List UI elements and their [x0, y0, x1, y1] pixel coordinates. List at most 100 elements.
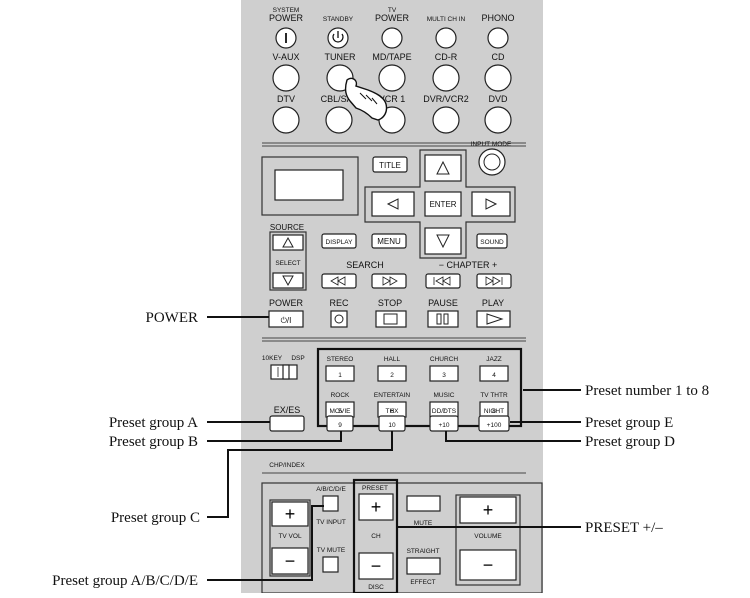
bottom-row-button-0[interactable]	[269, 415, 305, 432]
callout-power: POWER	[146, 310, 199, 326]
tenkey-label: 10KEY	[262, 355, 283, 362]
preset-button-4[interactable]	[479, 365, 509, 382]
preset-number-label: 6	[390, 408, 394, 415]
chapter-plus-button[interactable]	[476, 273, 512, 289]
callout-line-group-d	[445, 431, 581, 442]
system-power-label-2: POWER	[269, 13, 304, 23]
dvr-vcr2-button[interactable]	[432, 106, 460, 134]
volume-frame	[455, 494, 521, 586]
multi-ch-in-button[interactable]	[435, 27, 457, 49]
cursor-left-button[interactable]	[371, 191, 415, 217]
preset-number-label: 1	[338, 372, 342, 379]
cd-r-button[interactable]	[432, 64, 460, 92]
stop-button[interactable]	[375, 310, 407, 328]
tv-power-button[interactable]	[381, 27, 403, 49]
enter-button[interactable]	[424, 191, 462, 217]
dvd-button[interactable]	[484, 106, 512, 134]
rec-icon	[334, 314, 344, 324]
volume-down-button[interactable]	[459, 549, 517, 581]
md-tape-label: MD/TAPE	[372, 52, 411, 62]
straight-label: STRAIGHT	[407, 548, 440, 555]
tv-vol-up-button[interactable]	[271, 501, 309, 527]
play-button[interactable]	[476, 310, 511, 328]
v-aux-button[interactable]	[272, 64, 300, 92]
dtv-button[interactable]	[272, 106, 300, 134]
enter-label: ENTER	[429, 200, 456, 209]
menu-button[interactable]	[371, 233, 407, 249]
display-button[interactable]	[321, 233, 357, 249]
input-mode-label: INPUT MODE	[471, 141, 512, 148]
source-up-button[interactable]	[272, 234, 304, 251]
tv-power-label-2: POWER	[375, 13, 410, 23]
cursor-down-button[interactable]	[424, 227, 462, 255]
source-label: SOURCE	[270, 223, 304, 232]
preset-name-label: ROCK	[331, 392, 350, 399]
preset-name-label: CHURCH	[430, 356, 458, 363]
pause-label: PAUSE	[428, 298, 458, 308]
cursor-right-button[interactable]	[471, 191, 511, 217]
cbl-sat-button[interactable]	[325, 106, 353, 134]
search-back-button[interactable]	[321, 273, 357, 289]
stop-icon	[383, 313, 398, 325]
bottom-row-name-label: DD/DTS	[432, 408, 457, 415]
sound-button[interactable]	[476, 233, 508, 249]
preset-button-3[interactable]	[429, 365, 459, 382]
chp-index-label: CHP/INDEX	[269, 462, 305, 469]
transport-section: POWER REC STOP PAUSE PLAY ⏻/I	[268, 298, 511, 328]
callout-line-group-abcde	[207, 505, 324, 581]
abcde-button[interactable]	[322, 495, 339, 512]
tv-input-label: TV INPUT	[316, 519, 346, 526]
preset-label: PRESET	[362, 485, 388, 492]
callout-group-b: Preset group B	[109, 434, 198, 450]
callout-preset-number: Preset number 1 to 8	[585, 383, 709, 399]
md-tape-button[interactable]	[378, 64, 406, 92]
select-label: SELECT	[275, 260, 300, 267]
bottom-row-key-label: +100	[487, 422, 502, 429]
preset-minus: −	[371, 556, 382, 576]
tv-mute-button[interactable]	[322, 556, 339, 573]
straight-button[interactable]	[406, 557, 441, 575]
mute-button[interactable]	[406, 495, 441, 512]
pause-button[interactable]	[427, 310, 459, 328]
stop-label: STOP	[378, 298, 402, 308]
tv-vol-plus: +	[285, 504, 296, 524]
tv-vol-down-button[interactable]	[271, 547, 309, 575]
preset-button-1[interactable]	[325, 365, 355, 382]
rewind-icon	[330, 276, 346, 286]
preset-down-button[interactable]	[358, 552, 394, 580]
preset-up-button[interactable]	[358, 493, 394, 521]
preset-name-label: ENTERTAIN	[374, 392, 411, 399]
volume-minus: −	[483, 555, 494, 575]
system-power-label-1: SYSTEM	[273, 7, 300, 14]
standby-label: STANDBY	[323, 16, 354, 23]
search-label: SEARCH	[346, 260, 384, 270]
search-forward-button[interactable]	[371, 273, 407, 289]
mute-label: MUTE	[414, 520, 433, 527]
callout-line-group-c	[207, 431, 393, 518]
bottom-row-button-4[interactable]	[478, 415, 510, 432]
bottom-row-button-3[interactable]	[429, 415, 459, 432]
phono-button[interactable]	[487, 27, 509, 49]
pause-icon-right	[443, 313, 449, 325]
preset-button-2[interactable]	[377, 365, 407, 382]
callout-group-a: Preset group A	[109, 415, 198, 431]
title-button[interactable]	[372, 156, 408, 173]
bottom-row-name-label: MOVIE	[330, 408, 352, 415]
input-mode-button[interactable]	[478, 148, 506, 176]
cd-button[interactable]	[484, 64, 512, 92]
effect-label: EFFECT	[410, 579, 435, 586]
tuner-label: TUNER	[325, 52, 356, 62]
rec-button[interactable]	[330, 310, 348, 328]
vcr1-label: VCR 1	[379, 94, 406, 104]
input-mode-inner	[483, 153, 501, 171]
callout-group-e: Preset group E	[585, 415, 673, 431]
cursor-up-button[interactable]	[424, 154, 462, 182]
volume-up-button[interactable]	[459, 496, 517, 524]
preset-number-label: 3	[442, 372, 446, 379]
power-button[interactable]	[268, 310, 304, 328]
bottom-row-name-label: THX	[386, 408, 400, 415]
source-down-button[interactable]	[272, 272, 304, 289]
